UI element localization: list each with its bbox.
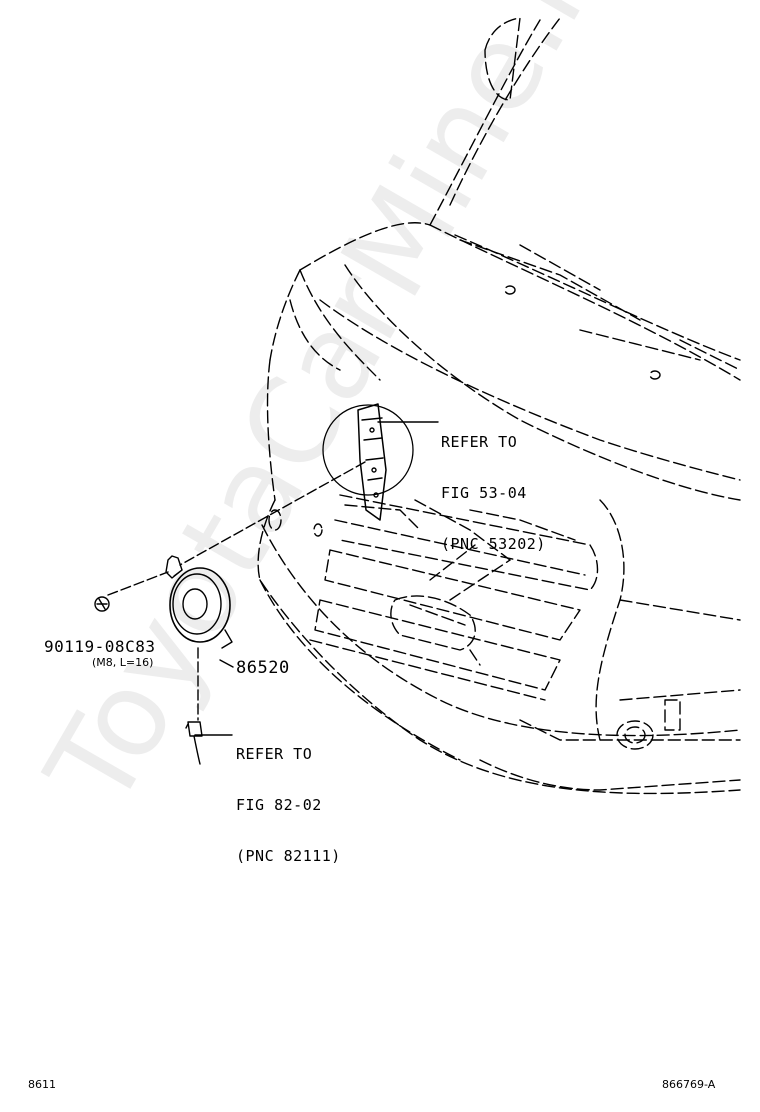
- bolt-90119: [94, 596, 110, 612]
- footer-section-code: 8611: [28, 1078, 56, 1091]
- refer-fig53-line2: FIG 53-04: [441, 484, 527, 502]
- refer-fig82-line3: (PNC 82111): [236, 847, 341, 865]
- horn-bracket-support: [357, 403, 387, 521]
- installation-lines: [107, 461, 366, 721]
- refer-fig53-label: REFER TO FIG 53-04 (PNC 53202): [441, 400, 546, 587]
- footer-drawing-id: 866769-A: [662, 1078, 716, 1091]
- detail-circle: [322, 404, 414, 496]
- bolt-spec: (M8, L=16): [92, 656, 154, 669]
- refer-fig82-line1: REFER TO: [236, 745, 313, 763]
- refer-fig82-label: REFER TO FIG 82-02 (PNC 82111): [236, 712, 341, 899]
- refer-fig53-line1: REFER TO: [441, 433, 518, 451]
- refer-fig82-line2: FIG 82-02: [236, 796, 322, 814]
- vehicle-body-outline: [257, 17, 741, 795]
- horn-part-number[interactable]: 86520: [236, 658, 290, 678]
- wire-connector: [185, 721, 203, 765]
- horn-assembly: [165, 555, 233, 649]
- leader-lines: [194, 421, 439, 736]
- refer-fig53-line3: (PNC 53202): [441, 535, 546, 553]
- bolt-part-number[interactable]: 90119-08C83: [44, 637, 156, 656]
